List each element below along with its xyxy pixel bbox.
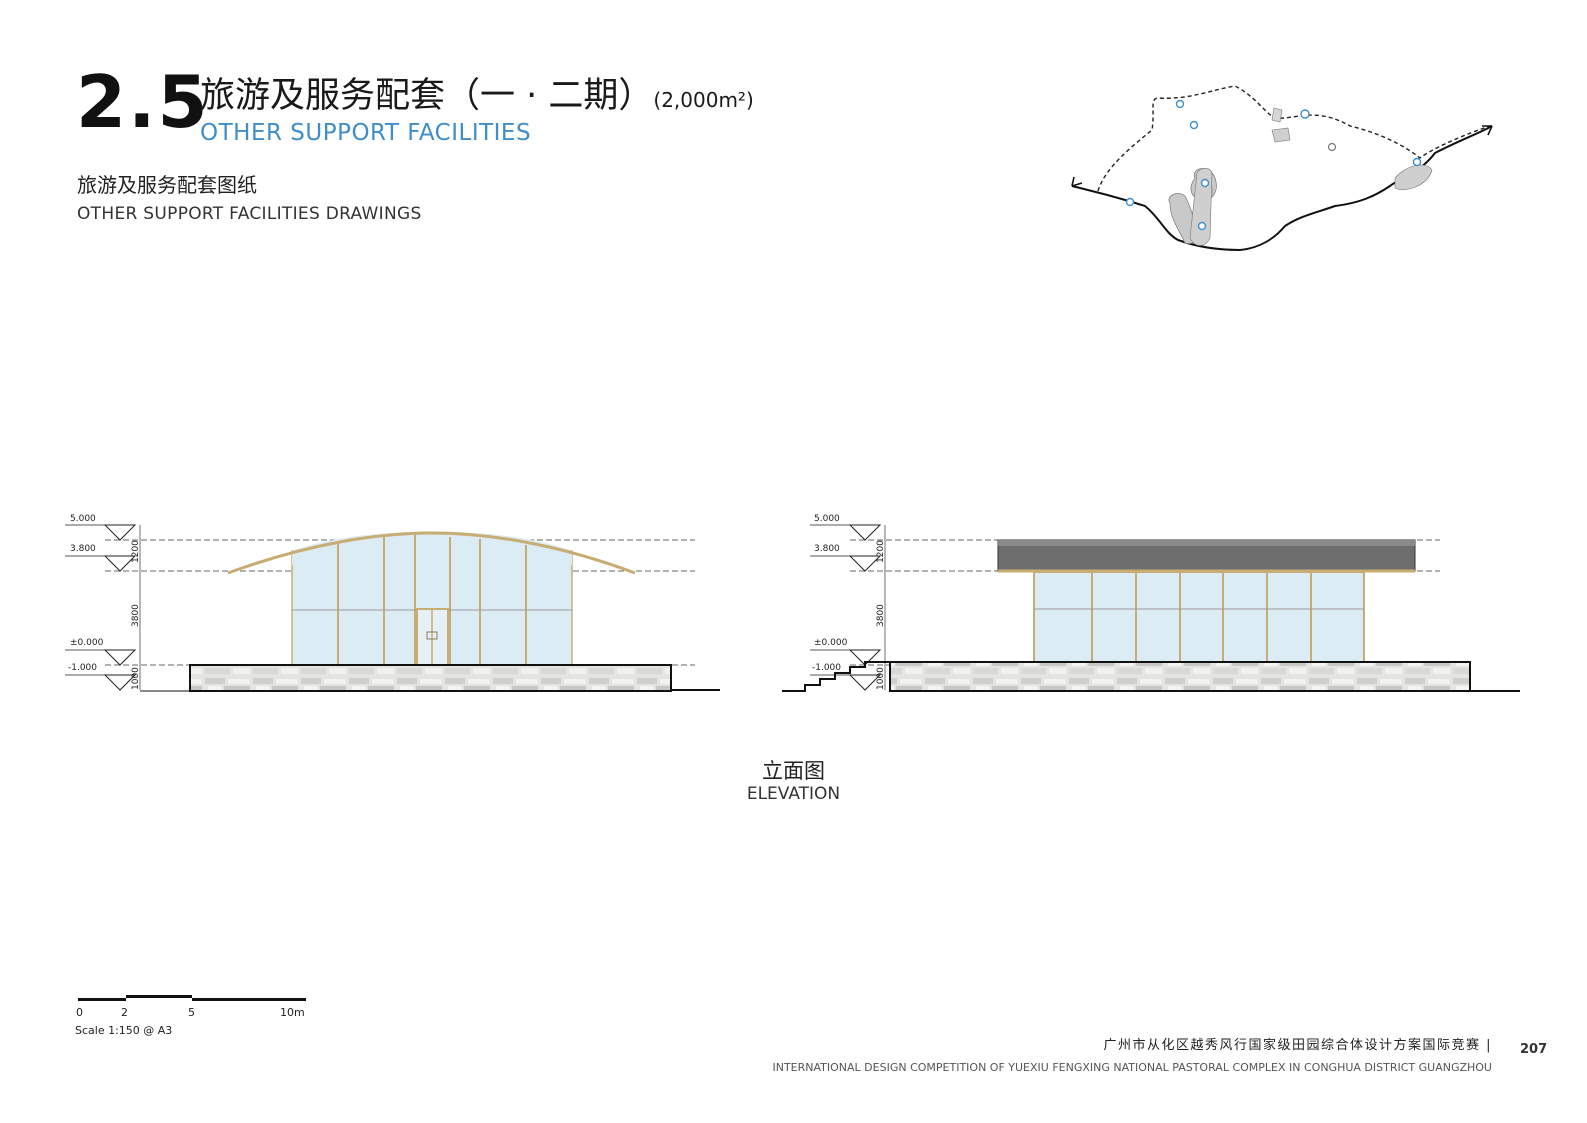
- scale-bar: [78, 995, 306, 1001]
- section-number: 2.5: [76, 60, 210, 144]
- scale-tick: 10m: [280, 1006, 305, 1019]
- title-cn-text: 旅游及服务配套（一 · 二期）: [200, 76, 654, 116]
- dim-label: 1000: [131, 667, 141, 690]
- dim-label: 3800: [131, 604, 141, 627]
- dim-label: 1200: [131, 540, 141, 563]
- title-area: (2,000m²): [653, 88, 754, 112]
- elevation-right: 5.000 3.800 ±0.000 -1.000 1200 3800 1000: [782, 514, 1520, 692]
- scale-label: Scale 1:150 @ A3: [75, 1024, 173, 1037]
- footer-title-cn: 广州市从化区越秀风行国家级田园综合体设计方案国际竞赛 |: [1103, 1038, 1492, 1053]
- page-title-cn: 旅游及服务配套（一 · 二期）(2,000m²): [200, 74, 754, 122]
- scale-tick: 5: [188, 1006, 195, 1019]
- scale-tick: 2: [121, 1006, 128, 1019]
- elevation-left: 5.000 3.800 ±0.000 -1.000 1200 3800 1000: [65, 514, 720, 692]
- dim-label: 1200: [876, 540, 886, 563]
- level-label: 3.800: [814, 544, 840, 554]
- drawing-caption-cn: 立面图: [762, 759, 825, 783]
- elevation-drawings: 5.000 3.800 ±0.000 -1.000 1200 3800 1000: [65, 514, 1520, 692]
- level-label: -1.000: [68, 663, 97, 673]
- drawing-caption-en: ELEVATION: [746, 784, 841, 804]
- dim-label: 1000: [876, 667, 886, 690]
- page-number: 207: [1520, 1042, 1548, 1057]
- scale-tick: 0: [76, 1006, 83, 1019]
- level-label: 5.000: [70, 514, 96, 524]
- subtitle-cn: 旅游及服务配套图纸: [77, 173, 257, 197]
- level-label: -1.000: [812, 663, 841, 673]
- subtitle-en: OTHER SUPPORT FACILITIES DRAWINGS: [77, 204, 422, 224]
- dim-label: 3800: [876, 604, 886, 627]
- page-title-en: OTHER SUPPORT FACILITIES: [200, 120, 532, 146]
- footer-title-en: INTERNATIONAL DESIGN COMPETITION OF YUEX…: [772, 1061, 1492, 1074]
- level-label: 5.000: [814, 514, 840, 524]
- level-label: ±0.000: [70, 638, 104, 648]
- level-label: 3.800: [70, 544, 96, 554]
- level-label: ±0.000: [814, 638, 848, 648]
- site-key-map: [1071, 85, 1493, 252]
